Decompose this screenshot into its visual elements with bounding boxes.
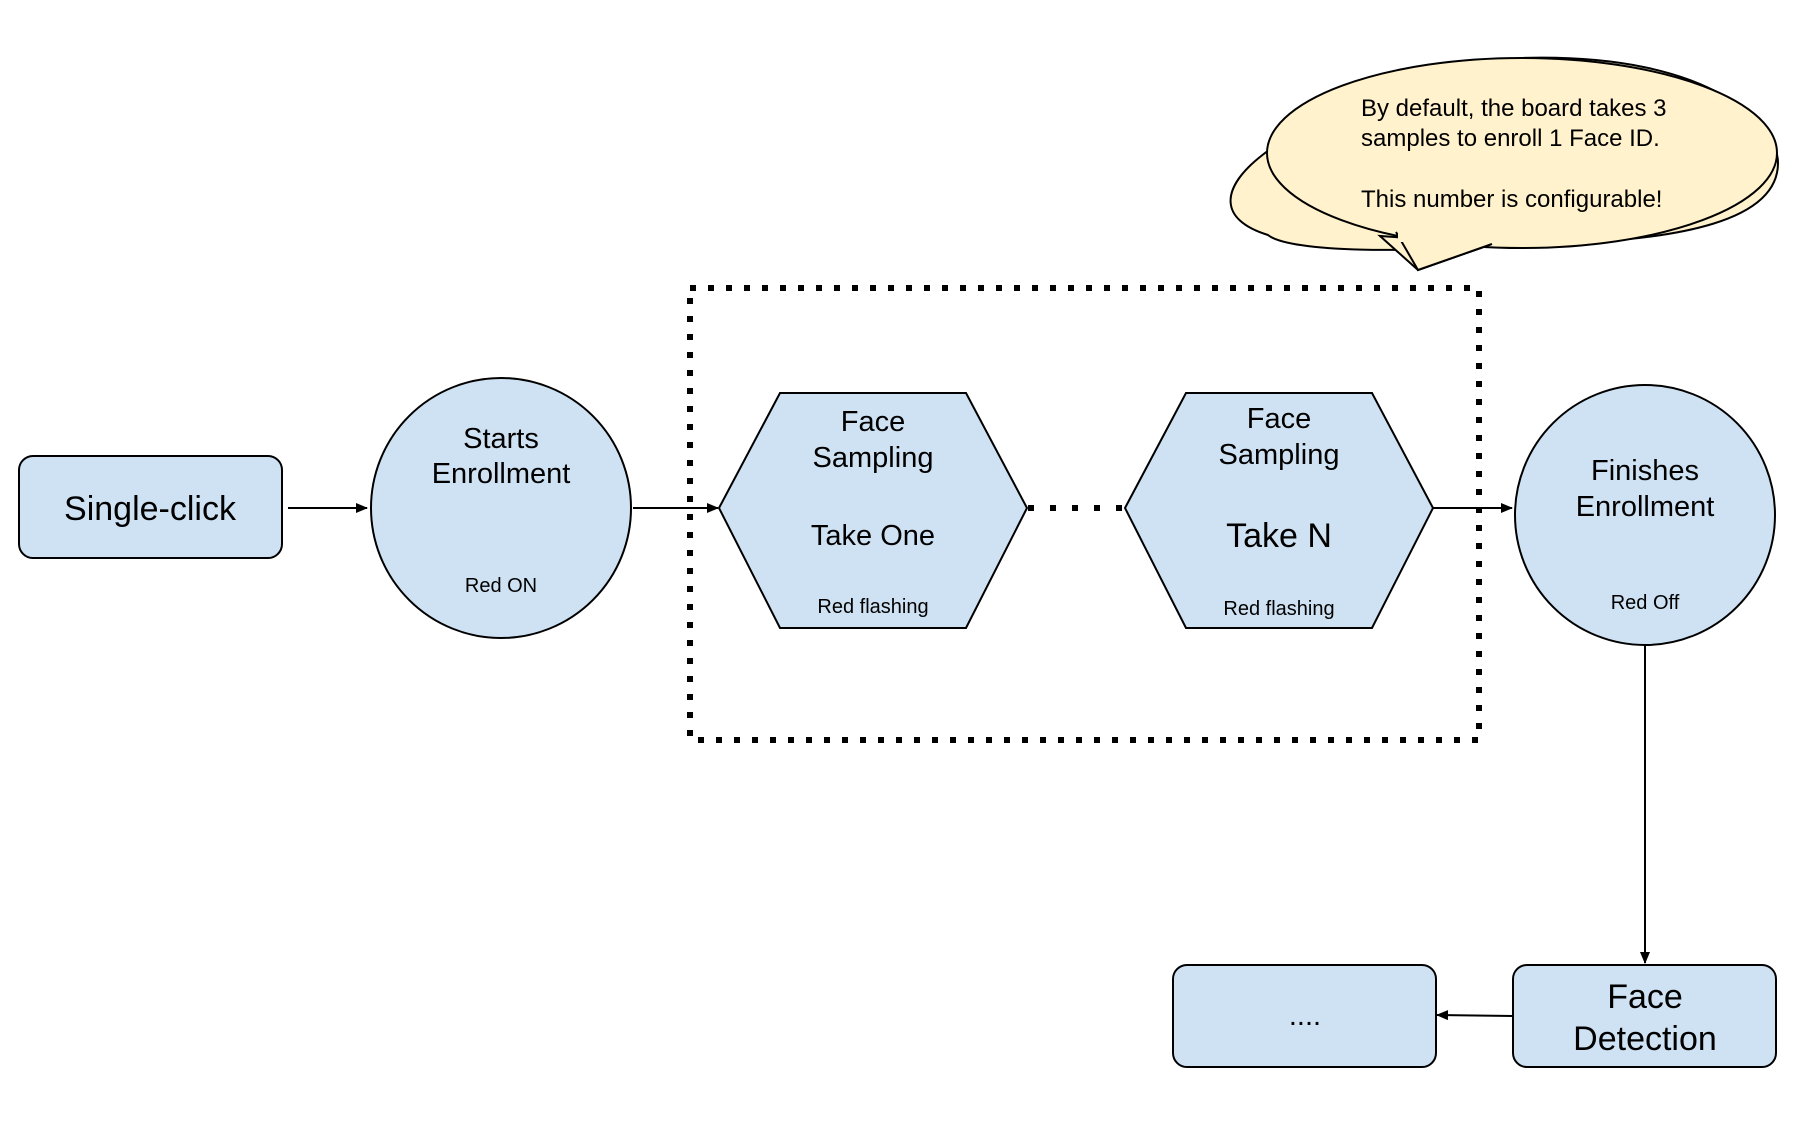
face-detection-title-2: Detection — [1573, 1020, 1717, 1058]
sampling-n-take: Take N — [1226, 517, 1332, 555]
sampling-n-status: Red flashing — [1223, 598, 1334, 620]
sampling-one-title-1: Face — [841, 406, 905, 438]
sampling-n-title-1: Face — [1247, 403, 1311, 435]
callout-line-2: samples to enroll 1 Face ID. — [1361, 125, 1660, 152]
sampling-one-status: Red flashing — [817, 596, 928, 618]
single-click-label: Single-click — [64, 490, 237, 528]
sampling-one-title-2: Sampling — [813, 442, 934, 474]
finishes-enrollment-title-1: Finishes — [1591, 455, 1699, 487]
callout-line-3: This number is configurable! — [1361, 186, 1662, 213]
node-finishes-enrollment: Finishes Enrollment Red Off — [1514, 384, 1776, 646]
node-starts-enrollment: Starts Enrollment Red ON — [370, 377, 632, 639]
node-next-steps: .... — [1172, 964, 1437, 1068]
sampling-n-title-2: Sampling — [1219, 439, 1340, 471]
finishes-enrollment-title-2: Enrollment — [1576, 491, 1715, 523]
callout-line-1: By default, the board takes 3 — [1361, 95, 1667, 122]
sampling-loop-group — [687, 285, 1482, 743]
face-detection-title-1: Face — [1607, 978, 1683, 1016]
starts-enrollment-title-1: Starts — [463, 423, 539, 455]
starts-enrollment-status: Red ON — [465, 575, 537, 597]
node-face-detection: Face Detection — [1512, 964, 1777, 1068]
starts-enrollment-title-2: Enrollment — [432, 458, 571, 490]
node-face-sampling-one: Face Sampling Take One Red flashing — [717, 392, 1029, 629]
sampling-one-take: Take One — [811, 520, 935, 552]
node-face-sampling-n: Face Sampling Take N Red flashing — [1123, 392, 1435, 629]
callout-bubble: By default, the board takes 3 samples to… — [1229, 56, 1780, 272]
node-single-click: Single-click — [18, 455, 283, 559]
next-steps-label: .... — [1289, 1000, 1321, 1032]
arrow-face-detection-to-ellipsis — [1436, 1010, 1514, 1021]
finishes-enrollment-status: Red Off — [1611, 592, 1680, 614]
